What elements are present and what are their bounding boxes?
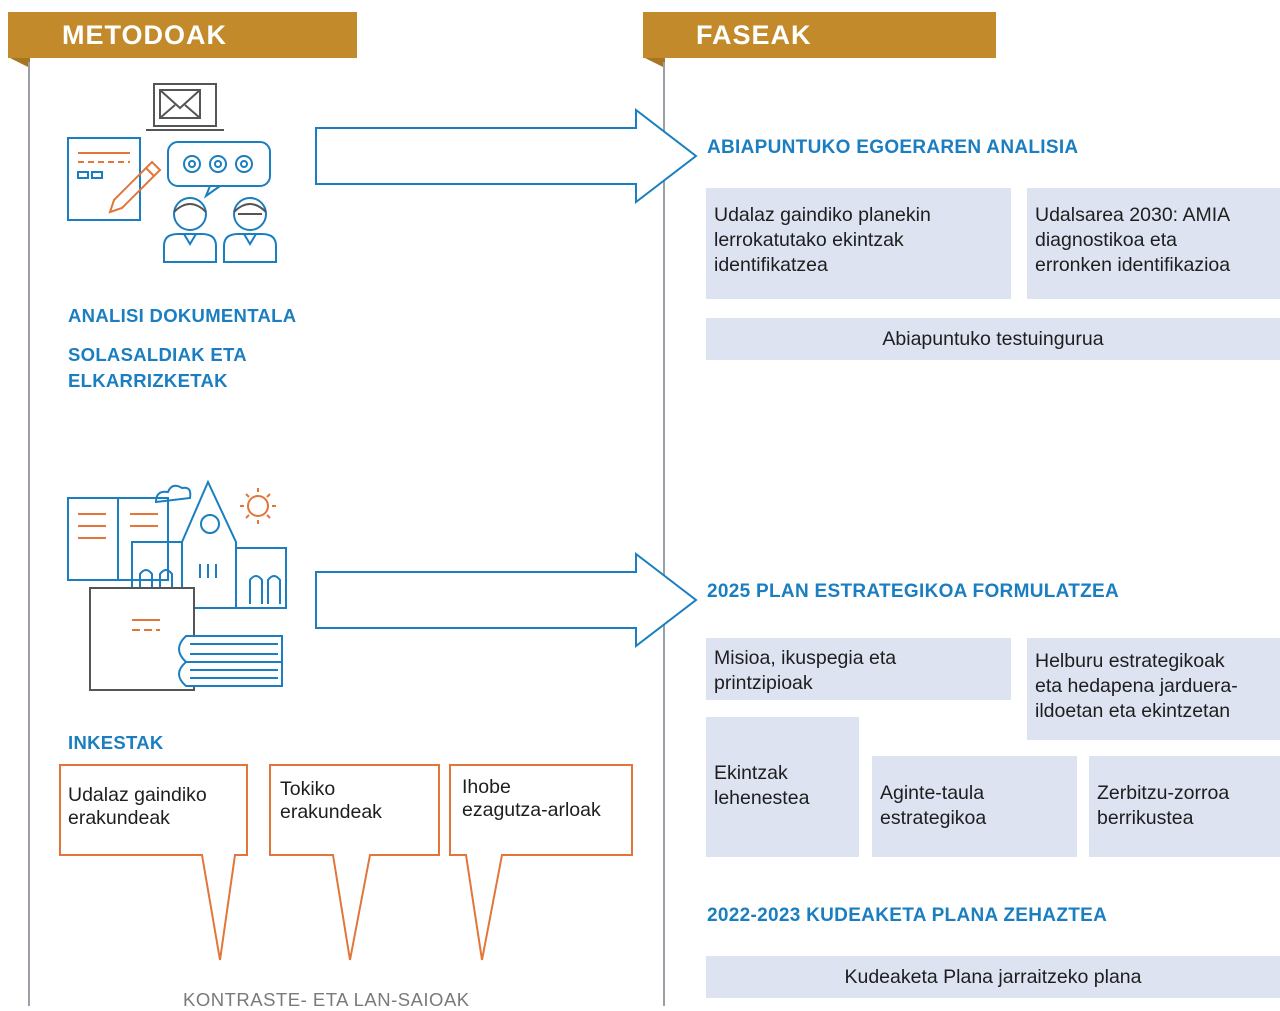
laptop-mail-icon xyxy=(146,83,224,131)
arrow-to-phase2 xyxy=(315,551,698,649)
phase2-box1-line1: Misioa, ikuspegia eta xyxy=(714,647,897,669)
phase1-box2-line2: diagnostikoa eta xyxy=(1035,229,1178,251)
phase2-box5-line2: berrikustea xyxy=(1097,807,1194,829)
method-label-conversations-line2: ELKARRIZKETAK xyxy=(68,370,228,391)
analysis-illustration xyxy=(67,83,277,263)
phase2-box3-line1: Ekintzak xyxy=(714,762,788,784)
callout-shape-2 xyxy=(269,764,440,961)
people-icon xyxy=(163,197,277,263)
phase3-box-followup-plan: Kudeaketa Plana jarraitzeko plana xyxy=(706,956,1280,998)
callout-shape-1 xyxy=(59,764,248,961)
phase2-box-strategic-goals: Helburu estrategikoak eta hedapena jardu… xyxy=(1027,638,1280,740)
phases-header-title: FASEAK xyxy=(696,20,812,50)
callout-2-line1: Tokiko xyxy=(280,778,336,800)
phase2-title: 2025 PLAN ESTRATEGIKOA FORMULATZEA xyxy=(707,581,1120,602)
phase1-box-amia-diagnosis: Udalsarea 2030: AMIA diagnostikoa eta er… xyxy=(1027,188,1280,299)
phase3-title: 2022-2023 KUDEAKETA PLANA ZEHAZTEA xyxy=(707,905,1108,926)
phase2-box2-line1: Helburu estrategikoak xyxy=(1035,650,1225,672)
method-label-surveys: INKESTAK xyxy=(68,732,164,753)
phase1-box1-line3: identifikatzea xyxy=(714,254,828,276)
phases-header: FASEAK xyxy=(643,12,996,58)
phase2-box-prioritize: Ekintzak lehenestea xyxy=(706,717,859,857)
callout-shapes xyxy=(59,764,633,961)
center-divider-line xyxy=(663,62,665,1006)
document-pen-icon xyxy=(67,137,162,221)
phase2-box-portfolio: Zerbitzu-zorroa berrikustea xyxy=(1089,756,1280,857)
cloud-icon xyxy=(154,484,192,504)
methods-header: METODOAK xyxy=(8,12,357,58)
phase1-box1-line2: lerrokatutako ekintzak xyxy=(714,229,904,251)
phase2-box4-line2: estrategikoa xyxy=(880,807,987,829)
callout-shape-3 xyxy=(449,764,633,961)
left-border-line xyxy=(28,62,30,1006)
phase2-box1-line2: printzipioak xyxy=(714,672,813,694)
callout-1-line2: erakundeak xyxy=(68,807,170,829)
sun-icon xyxy=(240,488,276,524)
method-label-document-analysis: ANALISI DOKUMENTALA xyxy=(68,305,297,326)
callout-2-line2: erakundeak xyxy=(280,801,382,823)
books-stack-icon xyxy=(178,635,283,687)
callout-3-line1: Ihobe xyxy=(462,776,511,798)
survey-illustration xyxy=(67,479,287,691)
phase1-box1-line1: Udalaz gaindiko planekin xyxy=(714,204,931,226)
phase1-title: ABIAPUNTUKO EGOERAREN ANALISIA xyxy=(707,137,1079,158)
callout-1-line1: Udalaz gaindiko xyxy=(68,784,207,806)
phase1-box-aligned-actions: Udalaz gaindiko planekin lerrokatutako e… xyxy=(706,188,1011,299)
methods-header-title: METODOAK xyxy=(62,20,228,50)
phase2-box4-line1: Aginte-taula xyxy=(880,782,985,804)
phase1-box2-line1: Udalsarea 2030: AMIA xyxy=(1035,204,1231,226)
phase2-box3-line2: lehenestea xyxy=(714,787,810,809)
phase1-box2-line3: erronken identifikazioa xyxy=(1035,254,1231,276)
phases-tab-fold xyxy=(645,58,665,68)
phase2-box-dashboard: Aginte-taula estrategikoa xyxy=(872,756,1077,857)
method-label-conversations-line1: SOLASALDIAK ETA xyxy=(68,344,247,365)
footer-label: KONTRASTE- ETA LAN-SAIOAK xyxy=(183,989,470,1010)
screen-icon xyxy=(89,587,195,691)
phase2-box2-line3: ildoetan eta ekintzetan xyxy=(1035,700,1231,722)
chat-bubble-icon xyxy=(167,141,271,199)
methods-tab-fold xyxy=(10,58,30,68)
book-icon xyxy=(67,497,169,581)
arrow-to-phase1 xyxy=(315,107,698,205)
phase1-box-starting-context: Abiapuntuko testuingurua xyxy=(706,318,1280,360)
phase2-box-mission: Misioa, ikuspegia eta printzipioak xyxy=(706,638,1011,700)
phase2-box2-line2: eta hedapena jarduera- xyxy=(1035,675,1238,697)
phase2-box5-line1: Zerbitzu-zorroa xyxy=(1097,782,1230,804)
callout-3-line2: ezagutza-arloak xyxy=(462,799,601,821)
